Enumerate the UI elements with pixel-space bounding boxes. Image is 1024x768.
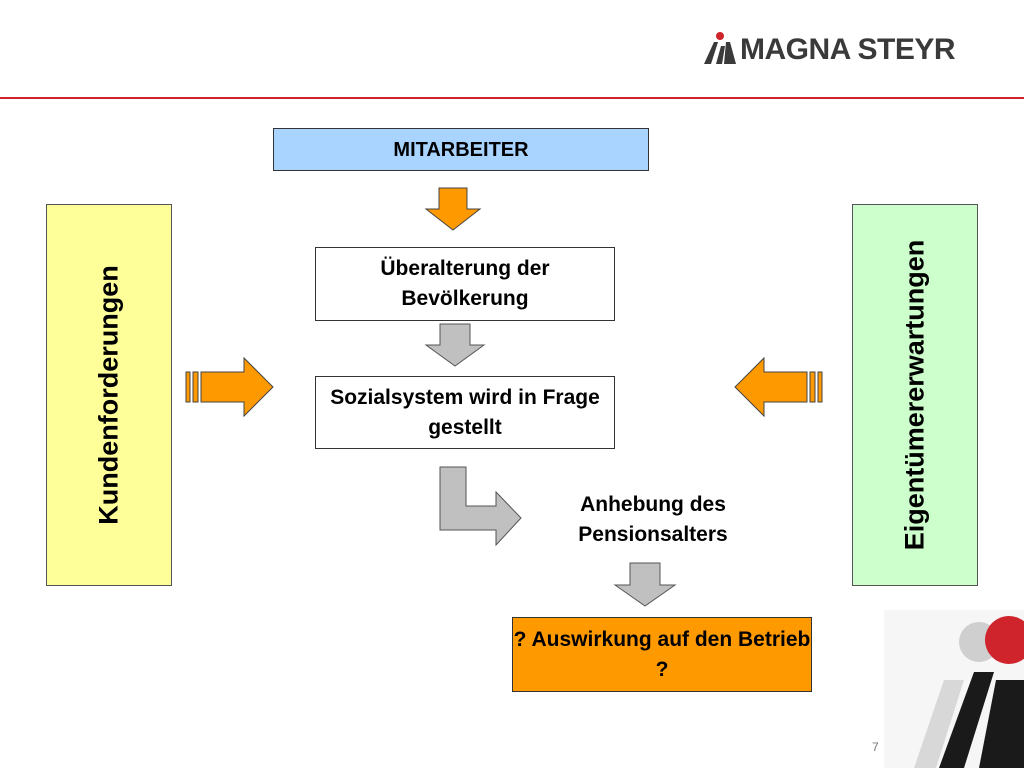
eigentuemererwartungen-box: Eigentümererwartungen <box>852 204 978 586</box>
ueberalterung-box: Überalterung der Bevölkerung <box>315 247 615 321</box>
down-arrow-icon <box>424 187 482 231</box>
eigentuemererwartungen-label: Eigentümererwartungen <box>899 239 930 551</box>
magna-logo-icon <box>704 32 736 64</box>
down-arrow-icon <box>613 562 677 607</box>
left-arrow-icon <box>734 356 823 418</box>
decorative-logo-graphic <box>884 610 1024 768</box>
kundenforderungen-box: Kundenforderungen <box>46 204 172 586</box>
bent-arrow-icon <box>439 466 522 547</box>
right-arrow-icon <box>185 356 274 418</box>
page-number: 7 <box>872 740 879 754</box>
mitarbeiter-box: MITARBEITER <box>273 128 649 171</box>
anhebung-text: Anhebung des Pensionsalters <box>578 493 728 546</box>
auswirkung-box: ? Auswirkung auf den Betrieb ? <box>512 617 812 692</box>
down-arrow-icon <box>424 323 486 367</box>
company-logo-text: MAGNA STEYR <box>740 33 956 66</box>
header-divider <box>0 97 1024 99</box>
kundenforderungen-label: Kundenforderungen <box>93 265 124 525</box>
sozialsystem-box: Sozialsystem wird in Frage gestellt <box>315 376 615 449</box>
